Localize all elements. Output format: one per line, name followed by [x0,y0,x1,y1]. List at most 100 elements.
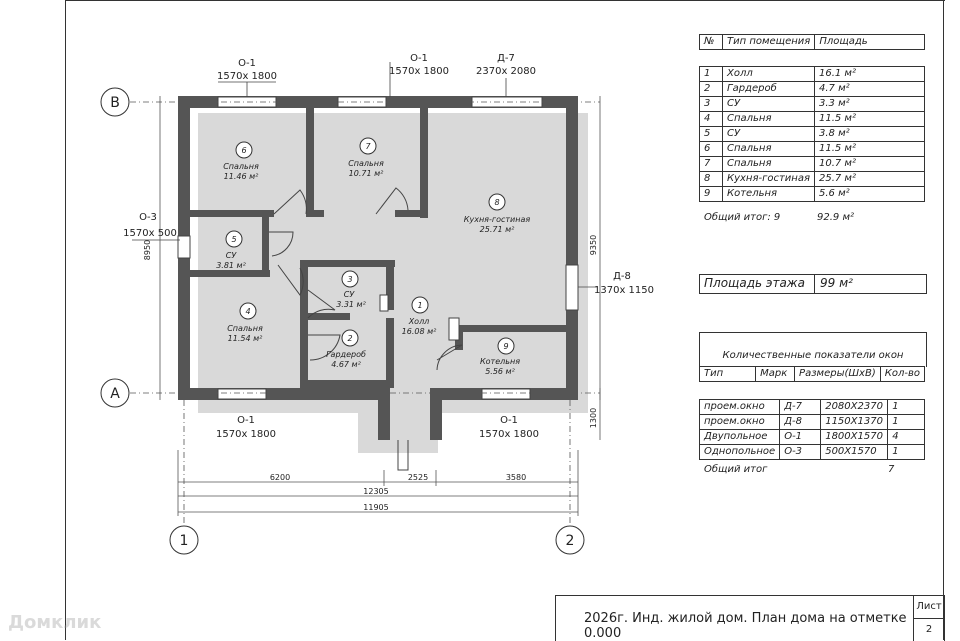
axis-2-label: 2 [566,533,575,549]
win-col-type: Тип [698,366,757,382]
win-right-size: 1370х 1150 [594,285,654,296]
room-1-num: 1 [417,301,422,310]
win-left-mark: О-3 [139,212,157,223]
cell: 7 [699,156,723,172]
cell: 2080Х2370 [820,399,889,415]
watermark-logo: Домклик [8,612,102,633]
room-9-name: Котельня [480,357,520,366]
cell: 1 [887,414,925,430]
axis-bubbles [100,87,585,555]
cell: 4 [699,111,723,127]
win-top2-size: 1570х 1800 [389,66,449,77]
room-2: 2 Гардероб 4.67 м² [326,329,366,369]
room-7-num: 7 [365,142,371,151]
interior-walls [190,108,567,388]
room-7-name: Спальня [348,159,384,168]
cell: Котельня [722,186,815,202]
cell: 500Х1570 [820,444,889,460]
sheet-box: Лист 2 [913,596,944,641]
cell: Кухня-гостиная [722,171,815,187]
room-6: 6 Спальня 11.46 м² [223,141,259,181]
room-2-num: 2 [347,334,352,343]
dim-seg3: 3580 [506,473,526,482]
room-3-name: СУ [344,290,356,299]
room-2-area: 4.67 м² [331,360,361,369]
room-7: 7 Спальня 10.71 м² [348,137,384,178]
room-total-value: 92.9 м² [817,212,854,223]
cell: СУ [722,96,815,112]
room-1-name: Холл [408,317,430,326]
dimension-text: 6200 2525 3580 12305 11905 8950 9350 130… [143,235,598,512]
room-4-area: 11.54 м² [228,334,263,343]
dim-seg2: 2525 [408,473,428,482]
room-col-type: Тип помещения [721,34,816,50]
room-6-name: Спальня [223,162,259,171]
window-total-value: 7 [888,464,895,475]
cell: 11.5 м² [813,141,926,157]
axis-a-label: A [110,386,120,402]
win-left-size: 1570х 500 [123,228,177,239]
dim-right-low: 1300 [589,408,598,428]
room-3: 3 СУ 3.31 м² [336,270,367,309]
frame-left [65,0,66,640]
win-bot1-size: 1570х 1800 [216,429,276,440]
axis-1-label: 1 [180,533,189,549]
cell: Д-7 [779,399,822,415]
win-bot1-mark: О-1 [237,415,255,426]
axis-a-bubble [100,378,130,408]
cell: 8 [699,171,723,187]
sheet-label: Лист [914,596,944,619]
cell: Спальня [722,111,815,127]
room-total-label: Общий итог: 9 [704,212,781,223]
cell: 2 [699,81,723,97]
dim-left-height: 8950 [143,240,152,260]
floor-area-box: Площадь этажа 99 м² [699,274,927,294]
cell: О-3 [779,444,822,460]
room-9-num: 9 [503,342,508,351]
win-top1-size: 1570х 1800 [217,71,277,82]
title-block-text: 2026г. Инд. жилой дом. План дома на отме… [584,611,907,641]
dim-right-height: 9350 [589,235,598,255]
floor-area-value: 99 м² [820,276,853,290]
room-2-name: Гардероб [326,350,366,359]
room-3-area: 3.31 м² [336,300,366,309]
callout-leaders [132,62,598,288]
cell: Спальня [722,156,815,172]
cell: 10.7 м² [813,156,926,172]
win-right-mark: Д-8 [613,271,631,282]
room-9-area: 5.56 м² [485,367,515,376]
room-4-num: 4 [245,307,250,316]
win-col-size: Размеры(ШхВ) [794,366,881,382]
room-8: 8 Кухня-гостиная 25.71 м² [464,193,531,234]
axis-2-bubble [555,525,585,555]
window-callouts: О-1 1570х 1800 О-1 1570х 1800 Д-7 2370х … [123,53,654,440]
dimension-lines [159,96,601,516]
room-6-area: 11.46 м² [224,172,259,181]
win-top3-mark: Д-7 [497,53,515,64]
axis-b-label: B [110,95,120,111]
frame-right [943,0,944,640]
cell: 25.7 м² [813,171,926,187]
cell: Однопольное [698,444,781,460]
cell: проем.окно [698,414,781,430]
room-1-area: 16.08 м² [402,327,437,336]
room-8-name: Кухня-гостиная [464,215,531,224]
sheet-number: 2 [925,624,933,635]
room-1: 1 Холл 16.08 м² [402,296,437,336]
door-swings [269,187,463,471]
axis-1-bubble [169,525,199,555]
room-col-area: Площадь [814,34,925,50]
cell: 5.6 м² [813,186,926,202]
